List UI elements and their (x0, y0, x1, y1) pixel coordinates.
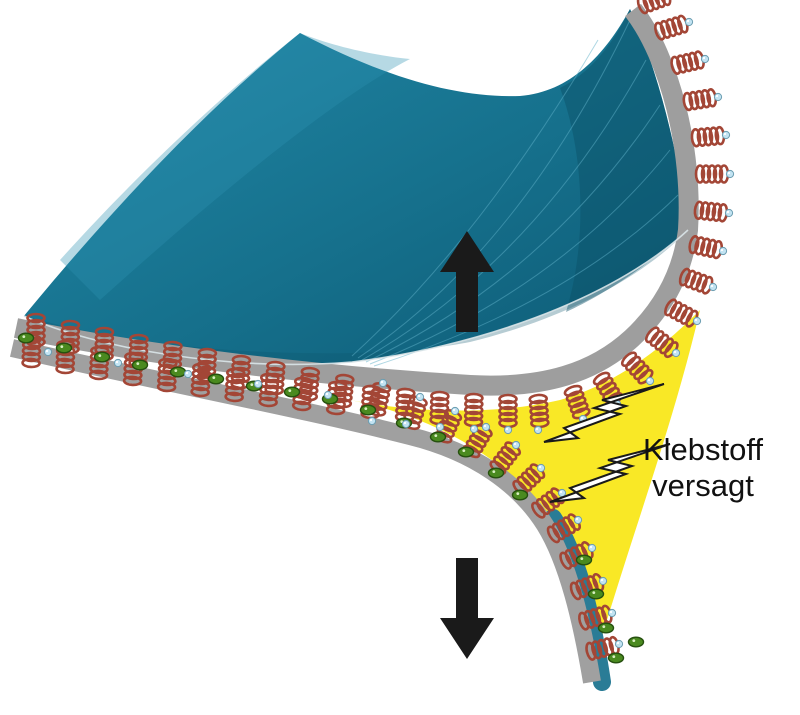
top-substrate-curl-shade (560, 9, 688, 312)
bead-icon (17, 332, 35, 344)
tip-dot-icon (183, 369, 193, 379)
tip-dot-icon (721, 130, 731, 140)
bead-icon (587, 588, 605, 600)
failure-label-line1: Klebstoff (643, 432, 763, 467)
tip-dot-icon (645, 376, 655, 386)
failure-label-line2: versagt (652, 468, 754, 503)
bead-icon (359, 404, 377, 416)
bead-icon (511, 489, 529, 501)
tip-dot-icon (557, 488, 567, 498)
tip-dot-icon (469, 424, 479, 434)
tip-dot-icon (43, 347, 53, 357)
tip-dot-icon (511, 440, 521, 450)
bead-icon (487, 467, 505, 479)
tip-dot-icon (587, 543, 597, 553)
failure-crack-icon (543, 383, 665, 443)
tip-dot-icon (503, 425, 513, 435)
tip-dot-icon (378, 378, 388, 388)
bead-icon (283, 386, 301, 398)
bead-icon (627, 636, 645, 648)
top-substrate-surface (24, 9, 688, 367)
tip-dot-icon (671, 348, 681, 358)
tip-dot-icon (598, 576, 608, 586)
tip-dot-icon (401, 419, 411, 429)
tip-dot-icon (692, 316, 702, 326)
bead-icon (93, 351, 111, 363)
tip-dot-icon (481, 422, 491, 432)
tip-dot-icon (415, 392, 425, 402)
top-substrate-highlight (60, 33, 410, 300)
bead-icon (607, 652, 625, 664)
up-arrow-icon (440, 231, 494, 332)
tip-dot-icon (253, 379, 263, 389)
tip-dot-icon (533, 425, 543, 435)
tip-dot-icon (713, 92, 723, 102)
bead-icon (575, 554, 593, 566)
tip-dot-icon (323, 390, 333, 400)
tip-dot-icon (708, 282, 718, 292)
bead-icon (169, 366, 187, 378)
tip-dot-icon (367, 416, 377, 426)
tip-dot-icon (450, 406, 460, 416)
spring-coil-icon (652, 13, 691, 42)
surface-streaks (351, 19, 679, 367)
tip-dot-icon (700, 54, 710, 64)
substrate-edge-highlight (23, 229, 689, 366)
bead-icon (457, 446, 475, 458)
tip-dot-icon (435, 422, 445, 432)
tip-dot-icon (607, 608, 617, 618)
bead-icon (131, 359, 149, 371)
down-arrow-icon (440, 558, 494, 659)
tip-dot-icon (724, 208, 734, 218)
tip-dot-icon (113, 358, 123, 368)
spring-coil-icon (668, 49, 707, 76)
tip-dot-icon (536, 463, 546, 473)
bead-icon (55, 342, 73, 354)
tip-dot-icon (725, 169, 735, 179)
tip-dot-icon (614, 639, 624, 649)
bead-icon (207, 373, 225, 385)
tip-dot-icon (718, 246, 728, 256)
lower-substrate-band (9, 339, 601, 684)
failure-crack-icon (549, 443, 671, 503)
spring-coil-icon (681, 87, 719, 112)
tip-dot-icon (684, 17, 694, 27)
bead-icon (597, 622, 615, 634)
tip-dot-icon (573, 515, 583, 525)
spring-coil-icon (694, 164, 730, 184)
spring-coil-icon (692, 200, 730, 223)
bead-icon (429, 431, 447, 443)
spring-coil-icon (689, 125, 726, 148)
